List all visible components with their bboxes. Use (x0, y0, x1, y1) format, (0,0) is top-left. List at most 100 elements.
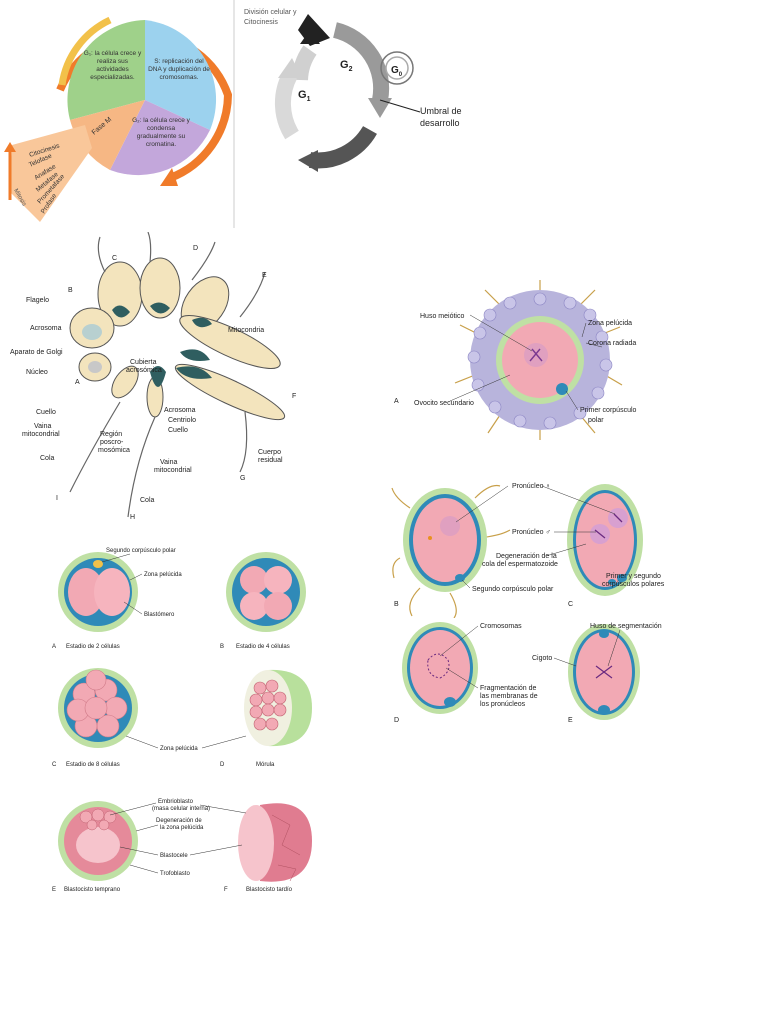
label-acrosoma: Acrosoma (30, 325, 62, 332)
label-cuerpo-2: residual (258, 457, 283, 464)
label-centriolo: Centriolo (168, 417, 196, 424)
label-cuello-1: Cuello (36, 409, 56, 416)
label-blastomero: Blastómero (144, 612, 175, 618)
label-cuello-2: Cuello (168, 427, 188, 434)
letter-b: B (68, 287, 73, 294)
label-huso-segmentacion: Huso de segmentación (590, 623, 662, 630)
label-acrosoma-2: Acrosoma (164, 407, 196, 414)
blasto-letter-e: E (52, 887, 56, 893)
label-huso-meiotico: Huso meiótico (420, 313, 464, 320)
label-degeneracion-zona-1: Degeneración de (156, 818, 202, 824)
label-zona-cleavage: Zona pelúcida (144, 572, 182, 578)
fertilization-diagram: B C Pronúcleo ♀ Pronúcleo ♂ Degeneración… (391, 483, 665, 618)
cleavage-letter-a: A (52, 644, 56, 650)
letter-d: D (193, 245, 198, 252)
fert-letter-b: B (394, 601, 399, 608)
label-pronucleo-m: Pronúcleo ♂ (512, 529, 551, 536)
label-cigoto: Cigoto (532, 655, 552, 662)
letter-c: C (112, 255, 117, 262)
s-label: S (336, 124, 343, 135)
cleavage-letter-d: D (220, 762, 225, 768)
cleavage-caption-b: Estadio de 4 células (236, 644, 290, 650)
cleavage-caption-d: Mórula (256, 762, 275, 768)
s-sector (145, 20, 217, 130)
label-cuerpo-1: Cuerpo (258, 449, 281, 456)
label-zona-morula: Zona pelúcida (160, 746, 198, 752)
letter-a: A (75, 379, 80, 386)
label-ovocito: Ovocito secundario (414, 400, 474, 407)
label-corona-radiada: Corona radiada (588, 340, 636, 347)
label-fragmentacion-3: los pronúcleos (480, 701, 526, 708)
label-cubierta-2: acrosómica (126, 367, 162, 374)
g1-label: G1 (298, 89, 311, 103)
letter-i: I (56, 495, 58, 502)
label-mitocondria: Mitocondria (228, 327, 264, 334)
g1-arrow (292, 45, 317, 81)
g2-sector (110, 100, 210, 176)
label-embrioblasto-1: Embrioblasto (158, 799, 194, 805)
label-degeneracion-1: Degeneración de la (496, 553, 557, 560)
letter-g: G (240, 475, 245, 482)
label-region-2: poscro- (100, 439, 124, 446)
threshold-label-2: desarrollo (420, 118, 460, 128)
letter-h: H (130, 514, 135, 521)
label-corpusculo-2: polar (588, 417, 604, 424)
label-corpusculo-1: Primer corpúsculo (580, 407, 637, 414)
g1-text: G₁: la célula crece y realiza sus activi… (83, 50, 142, 81)
label-embrioblasto-2: (masa celular interna) (152, 806, 210, 812)
g1-sector (67, 20, 145, 120)
label-zona-pelucida: Zona pelúcida (588, 320, 632, 327)
letter-f: F (292, 393, 296, 400)
g0-label: G0 (391, 65, 403, 78)
cleavage-diagram: Segundo corpúsculo polar Zona pelúcida B… (52, 548, 312, 768)
blasto-caption-e: Blastocisto temprano (64, 887, 121, 893)
fert-letter-c: C (568, 601, 573, 608)
label-pronucleo-f: Pronúcleo ♀ (512, 483, 551, 490)
label-region-1: Región (100, 431, 122, 438)
cleavage-caption-a: Estadio de 2 células (66, 644, 120, 650)
label-primer-segundo-1: Primer y segundo (606, 573, 661, 580)
letter-e: E (262, 272, 267, 279)
label-flagelo: Flagelo (26, 297, 49, 304)
cell-cycle-arrows: División celular y Citocinesis G1 G2 G0 … (244, 9, 462, 172)
oocyte-letter: A (394, 398, 399, 405)
division-title-2: Citocinesis (244, 19, 278, 26)
label-cola-1: Cola (40, 455, 55, 462)
label-fragmentacion-2: las membranas de (480, 693, 538, 700)
cell-cycle-diagram: Interfase G₁: la célula crece y realiza … (0, 0, 240, 228)
g2-label: G2 (340, 59, 353, 73)
division-title-1: División celular y (244, 9, 297, 16)
label-vaina-1a: Vaina (34, 423, 51, 430)
cleavage-caption-c: Estadio de 8 células (66, 762, 120, 768)
label-vaina-2a: Vaina (160, 459, 177, 466)
s-text: S: replicación del DNA y duplicación de … (148, 58, 210, 81)
label-primer-segundo-2: corpúsculos polares (602, 581, 665, 588)
label-segundo-corpusculo: Segundo corpúsculo polar (472, 586, 554, 593)
mitosis-fan (10, 125, 92, 222)
blasto-caption-f: Blastocisto tardío (246, 887, 293, 893)
blastocyst-diagram: Embrioblasto (masa celular interna) Dege… (52, 799, 312, 893)
label-region-3: mosómica (98, 447, 130, 454)
zygote-letter-d: D (394, 717, 399, 724)
g2-text: G₂: la célula crece y condensa gradualme… (132, 117, 190, 148)
cleavage-letter-b: B (220, 644, 224, 650)
spermiogenesis-diagram: B C D E F G H I A Flagelo Acrosoma Apara… (10, 232, 296, 521)
label-blastocele: Blastocele (160, 853, 188, 859)
label-fragmentacion-1: Fragmentación de (480, 685, 537, 692)
label-cubierta-1: Cubierta (130, 359, 157, 366)
cleavage-letter-c: C (52, 762, 57, 768)
label-degeneracion-zona-2: la zona pelúcida (160, 825, 204, 831)
label-vaina-1b: mitocondrial (22, 431, 60, 438)
label-golgi: Aparato de Golgi (10, 349, 63, 356)
label-segundo-corpusculo-cleavage: Segundo corpúsculo polar (106, 548, 176, 554)
threshold-label-1: Umbral de (420, 106, 462, 116)
label-nucleo: Núcleo (26, 369, 48, 376)
oocyte-diagram: A Huso meiótico Zona pelúcida Corona rad… (394, 280, 637, 440)
blasto-letter-f: F (224, 887, 228, 893)
zygote-diagram: D E Cromosomas Fragmentación de las memb… (394, 622, 662, 724)
label-degeneracion-2: cola del espermatozoide (482, 561, 558, 568)
label-trofoblasto: Trofoblasto (160, 871, 190, 877)
label-cola-2: Cola (140, 497, 155, 504)
label-cromosomas: Cromosomas (480, 623, 522, 630)
label-vaina-2b: mitocondrial (154, 467, 192, 474)
